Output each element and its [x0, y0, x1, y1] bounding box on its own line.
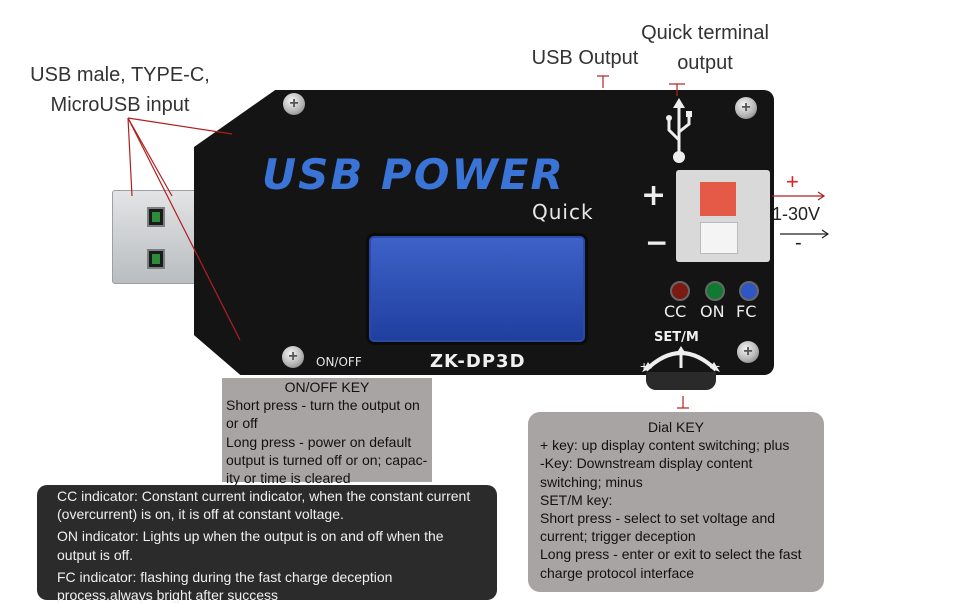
dial-key-line: -Key: Downstream display content switchi… [540, 455, 753, 490]
cc-led-label: CC [664, 302, 687, 321]
output-voltage-range: 1-30V [772, 204, 821, 224]
fc-led-label: FC [736, 302, 757, 321]
dial-arc-icon [642, 346, 720, 372]
output-plus-label: + [786, 169, 799, 194]
onoff-key-title: ON/OFF KEY [284, 379, 370, 395]
quick-terminal-line-2: output [677, 52, 733, 74]
logo-subtitle: Quick [532, 200, 594, 224]
usb-symbol-icon [666, 98, 692, 163]
dial-key-box: Dial KEY + key: up display content switc… [528, 412, 824, 592]
dial-key-line: Short press - select to set voltage and … [540, 509, 776, 545]
onoff-key-line: Short press - turn the output on or off [226, 397, 420, 432]
onoff-print-label: ON/OFF [316, 355, 362, 369]
on-led-label: ON [700, 302, 725, 321]
output-minus-label: - [795, 232, 802, 254]
quick-terminal[interactable] [676, 170, 770, 262]
fc-indicator-led [739, 281, 759, 301]
set-m-label: SET/M [654, 330, 699, 345]
terminal-red-lever[interactable] [700, 182, 736, 216]
dial-key-line: + key: up display content switching; plu… [540, 437, 790, 454]
quick-terminal-callout: Quick terminal output [628, 18, 782, 78]
usb-power-logo: USB POWER [262, 150, 565, 199]
on-indicator-led [705, 281, 725, 301]
indicator-line: FC indicator: flashing during the fast c… [57, 568, 393, 603]
indicator-line: ON indicator: Lights up when the output … [57, 528, 444, 563]
screw-icon [282, 346, 304, 368]
usb-output-callout: USB Output [531, 47, 639, 69]
minus-sign: − [645, 226, 669, 259]
usb-input-line-1: USB male, TYPE-C, [30, 64, 210, 86]
terminal-white-lever[interactable] [700, 222, 738, 254]
dial-key-line: SET/M key: [540, 491, 613, 508]
plus-sign: + [641, 178, 667, 213]
cc-indicator-led [670, 281, 690, 301]
dial-minus-label: − [712, 358, 721, 374]
onoff-key-box: ON/OFF KEY Short press - turn the output… [222, 378, 432, 486]
usb-plug-hole [147, 207, 165, 227]
screw-icon [737, 341, 759, 363]
quick-terminal-line-1: Quick terminal [641, 22, 769, 44]
indicator-line: CC indicator: Constant current indicator… [57, 488, 471, 523]
dial-key-line: Long press - enter or exit to select the… [540, 546, 802, 581]
dial-plus-label: + [640, 358, 649, 374]
usb-plug [112, 190, 206, 284]
model-label: ZK-DP3D [430, 351, 526, 372]
indicator-box: CC indicator: Constant current indicator… [37, 485, 497, 603]
screw-icon [735, 97, 757, 119]
usb-input-line-2: MicroUSB input [50, 94, 190, 116]
screw-icon [283, 93, 305, 115]
dial-knob[interactable] [646, 372, 716, 390]
usb-plug-hole [147, 249, 165, 269]
onoff-key-line: Long press - power on default output is … [226, 433, 428, 486]
usb-input-callout: USB male, TYPE-C, MicroUSB input [22, 60, 218, 120]
dial-key-title: Dial KEY [647, 419, 705, 435]
lcd-display [366, 233, 588, 345]
